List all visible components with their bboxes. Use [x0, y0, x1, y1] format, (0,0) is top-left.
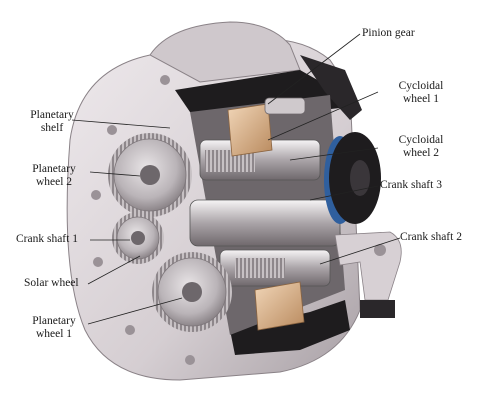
pinion-gear [264, 97, 306, 115]
label-crank-shaft-3: Crank shaft 3 [380, 179, 442, 191]
label-cycloidal-wheel-2-line1: Cycloidal [398, 134, 444, 146]
cycloidal-block-top [227, 103, 273, 157]
label-planetary-wheel-1: Planetary wheel 1 [22, 315, 86, 341]
label-planetary-shelf-line2: shelf [40, 122, 64, 134]
label-crank-shaft-2: Crank shaft 2 [400, 231, 462, 243]
label-cycloidal-wheel-1-line1: Cycloidal [398, 80, 444, 92]
top-flange [149, 21, 301, 83]
bottom-seal [230, 300, 350, 355]
label-planetary-wheel-2: Planetary wheel 2 [22, 163, 86, 189]
label-cycloidal-wheel-2-line2: wheel 2 [402, 147, 440, 159]
label-crank-shaft-1: Crank shaft 1 [16, 233, 78, 245]
label-pinion-gear: Pinion gear [362, 27, 415, 39]
label-planetary-shelf: Planetary shelf [22, 109, 82, 135]
cycloidal-block-bottom [254, 281, 305, 331]
label-planetary-wheel-1-line1: Planetary [32, 315, 76, 327]
label-planetary-wheel-2-line1: Planetary [32, 163, 76, 175]
label-planetary-wheel-1-line2: wheel 1 [35, 328, 73, 340]
right-housing-black [300, 55, 362, 120]
label-solar-wheel: Solar wheel [24, 277, 79, 289]
label-planetary-wheel-2-line2: wheel 2 [35, 176, 73, 188]
central-shaft [189, 199, 341, 247]
label-cycloidal-wheel-1-line2: wheel 1 [402, 93, 440, 105]
label-cycloidal-wheel-1: Cycloidal wheel 1 [386, 80, 456, 106]
label-planetary-shelf-line1: Planetary [30, 109, 74, 121]
label-cycloidal-wheel-2: Cycloidal wheel 2 [386, 134, 456, 160]
